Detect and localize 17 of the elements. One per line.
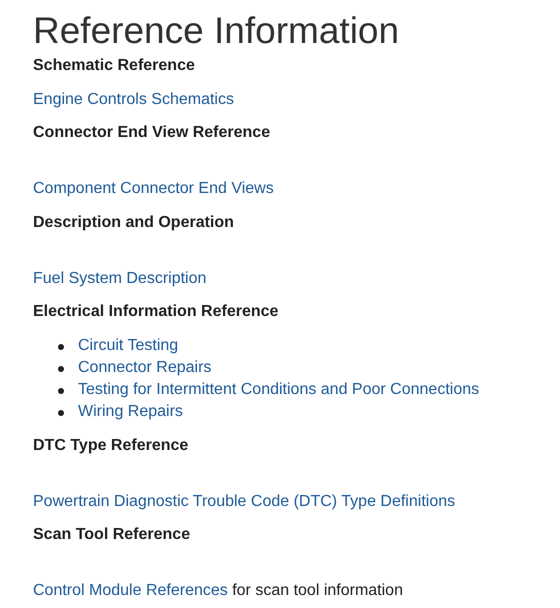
section-heading: DTC Type Reference	[33, 437, 188, 455]
section-heading: Scan Tool Reference	[33, 526, 190, 544]
link: Fuel System Description	[33, 270, 206, 288]
link: Circuit Testing	[78, 337, 178, 355]
link: Engine Controls Schematics	[33, 91, 234, 109]
link: Wiring Repairs	[78, 403, 183, 421]
link: Control Module References	[33, 582, 228, 599]
link: Connector Repairs	[78, 359, 212, 377]
link: Testing for Intermittent Conditions and Poor Connections	[78, 381, 480, 399]
link: Powertrain Diagnostic Trouble Code (DTC) Type Definitions	[33, 493, 456, 511]
section-heading: Description and Operation	[33, 214, 234, 232]
page-title: Reference Information	[33, 10, 400, 52]
link: Component Connector End Views	[33, 180, 274, 198]
section-heading: Electrical Information Reference	[33, 303, 278, 321]
paragraph: Control Module References for scan tool information	[33, 582, 403, 600]
section-heading: Schematic Reference	[33, 57, 195, 75]
section-heading: Connector End View Reference	[33, 124, 270, 142]
